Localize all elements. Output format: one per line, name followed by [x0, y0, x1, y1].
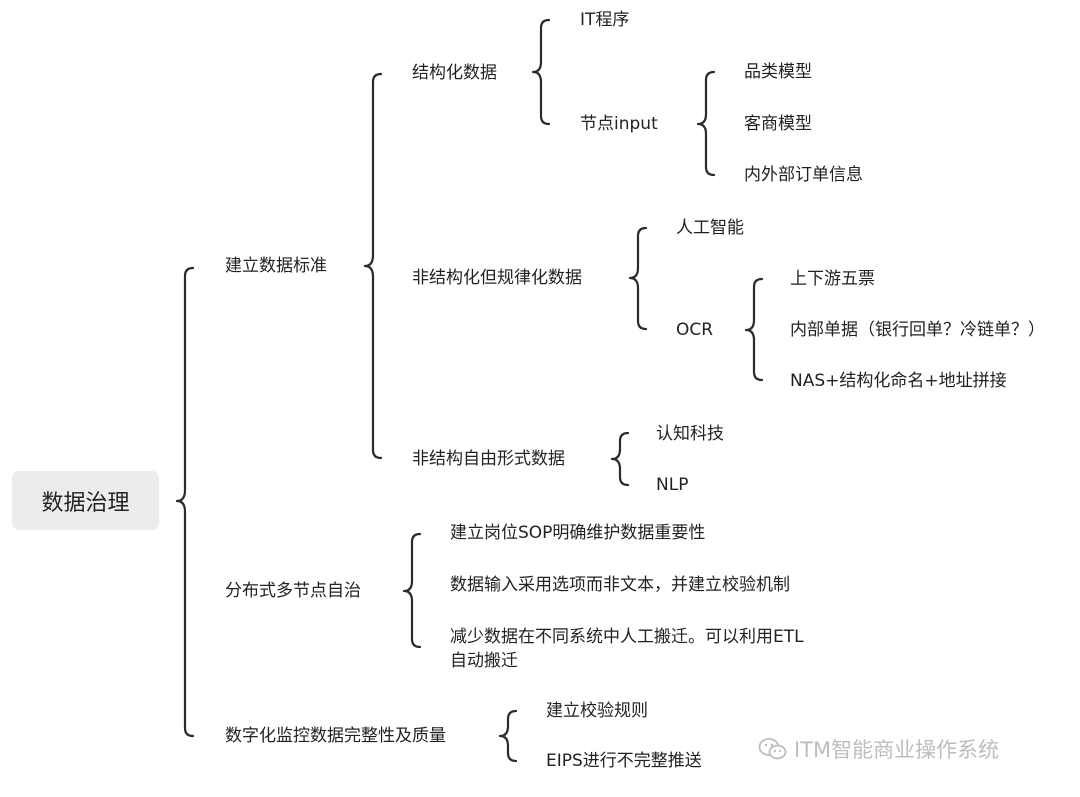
bracket-unstructured [610, 431, 630, 487]
node-input[interactable]: 节点input [580, 114, 658, 134]
bracket-monitoring [498, 709, 518, 763]
wechat-icon [758, 738, 787, 760]
node-ocr[interactable]: OCR [676, 320, 714, 340]
node-digital-monitoring[interactable]: 数字化监控数据完整性及质量 [225, 726, 446, 746]
bracket-structured [531, 18, 551, 126]
watermark-text: ITM智能商业操作系统 [794, 738, 1000, 762]
node-data-standards[interactable]: 建立数据标准 [225, 256, 327, 276]
bracket-input [696, 70, 716, 177]
node-reduce-migration-line1: 减少数据在不同系统中人工搬迁。可以利用ETL [450, 627, 804, 647]
node-ai[interactable]: 人工智能 [676, 218, 744, 238]
node-eips-push[interactable]: EIPS进行不完整推送 [546, 751, 702, 771]
root-label: 数据治理 [41, 490, 130, 516]
node-cognitive-tech[interactable]: 认知科技 [656, 424, 724, 444]
node-reduce-migration-line2: 自动搬迁 [450, 651, 518, 671]
node-five-invoices[interactable]: 上下游五票 [790, 269, 875, 289]
node-distributed-autonomy[interactable]: 分布式多节点自治 [225, 581, 361, 601]
node-merchant-model[interactable]: 客商模型 [744, 114, 812, 134]
root-node[interactable]: 数据治理 [12, 471, 159, 530]
bracket-ocr [744, 277, 764, 382]
node-internal-documents[interactable]: 内部单据（银行回单？冷链单？） [790, 320, 1045, 340]
bracket-standards [363, 72, 383, 460]
node-sop[interactable]: 建立岗位SOP明确维护数据重要性 [450, 523, 706, 543]
watermark: ITM智能商业操作系统 [758, 733, 999, 765]
node-it-program[interactable]: IT程序 [580, 10, 630, 30]
bracket-root [175, 266, 195, 738]
node-category-model[interactable]: 品类模型 [744, 62, 812, 82]
node-input-options[interactable]: 数据输入采用选项而非文本，并建立校验机制 [450, 575, 790, 595]
node-validation-rules[interactable]: 建立校验规则 [546, 701, 648, 721]
node-unstructured-data[interactable]: 非结构自由形式数据 [412, 449, 565, 469]
bracket-distributed [402, 532, 422, 649]
node-structured-data[interactable]: 结构化数据 [412, 63, 497, 83]
node-order-info[interactable]: 内外部订单信息 [744, 165, 863, 185]
node-semi-structured-data[interactable]: 非结构化但规律化数据 [412, 268, 582, 288]
node-reduce-migration[interactable]: 减少数据在不同系统中人工搬迁。可以利用ETL 自动搬迁 [450, 625, 804, 673]
node-nlp[interactable]: NLP [656, 475, 689, 495]
bracket-semistructured [628, 226, 648, 331]
node-nas-naming[interactable]: NAS+结构化命名+地址拼接 [790, 371, 1007, 391]
